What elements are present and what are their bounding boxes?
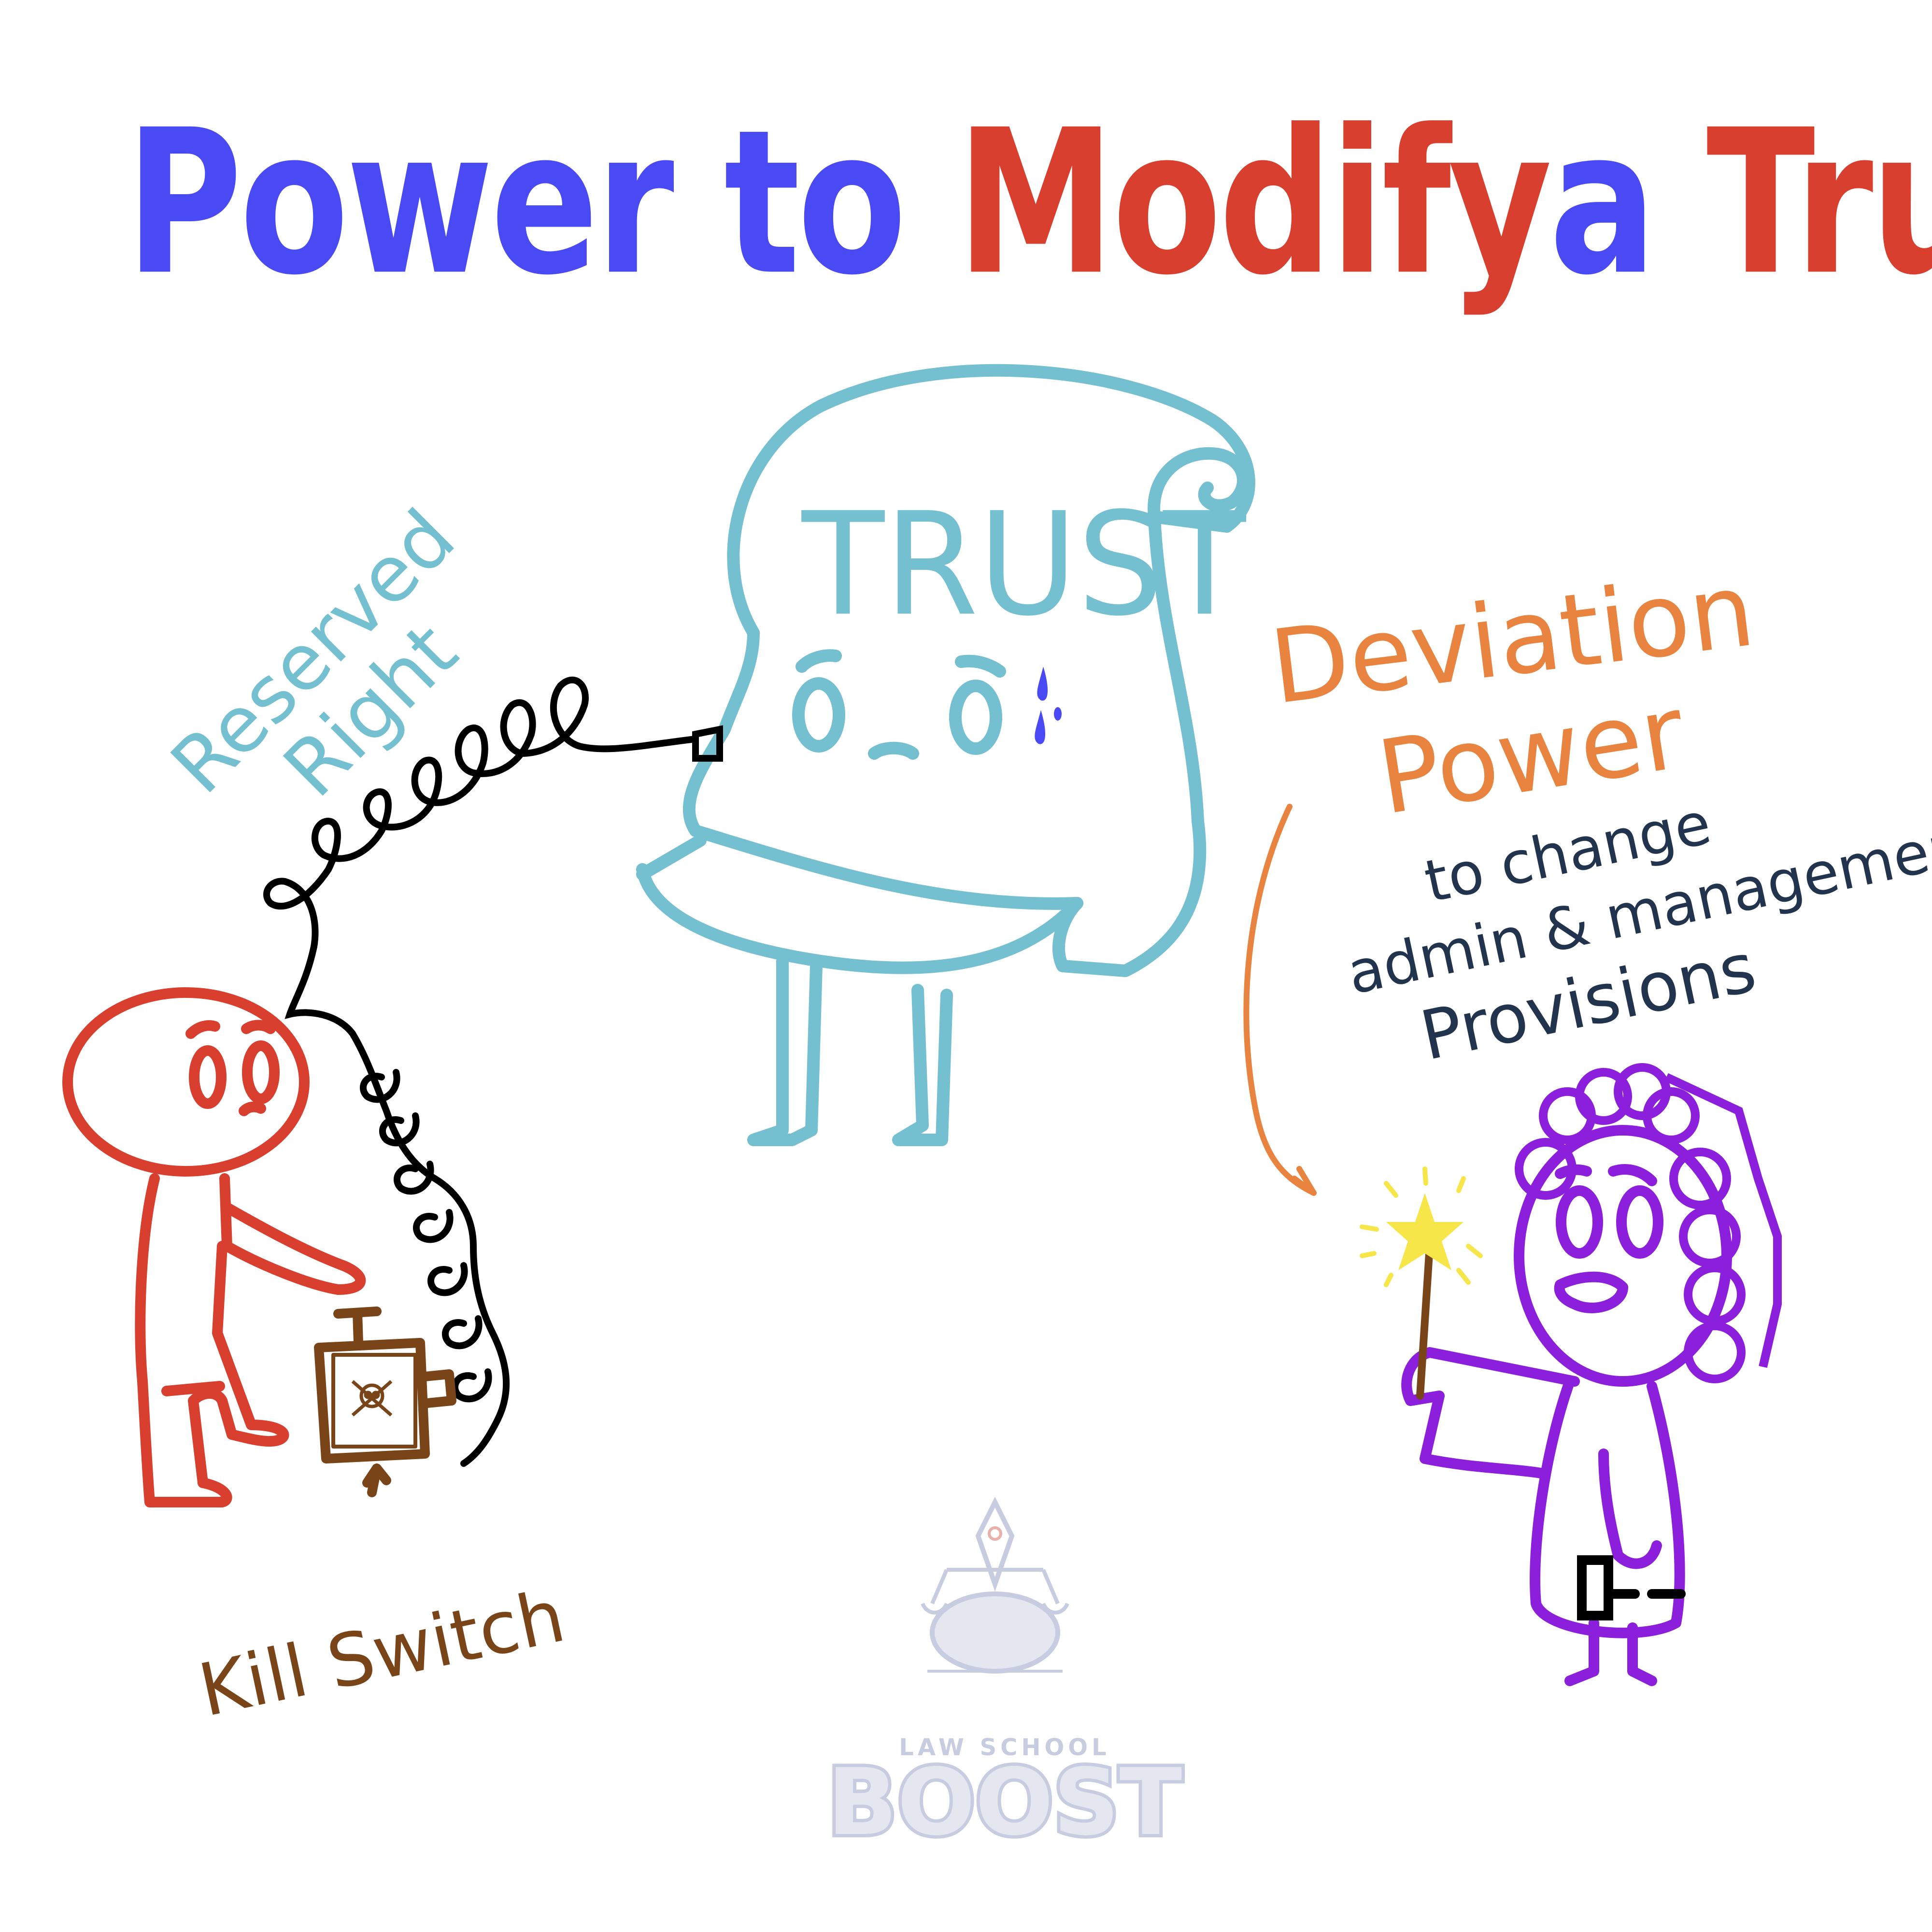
trust-scroll-icon xyxy=(636,364,1255,1146)
coiled-cord-icon xyxy=(263,676,723,1467)
gavel-icon xyxy=(1577,1555,1686,1620)
magic-wand-icon xyxy=(1360,1166,1483,1400)
logo-text: LAW SCHOOL BOOST xyxy=(811,1734,1198,1856)
page-title: Power to Modifya Trust xyxy=(126,87,1932,319)
title-power-to: Power to xyxy=(126,87,907,319)
kill-switch-icon xyxy=(314,1307,456,1497)
title-a: a xyxy=(1549,87,1657,319)
logo-top-text: LAW SCHOOL xyxy=(899,1734,1110,1761)
skull-crossbones-icon xyxy=(351,1380,393,1417)
tear-drops-icon xyxy=(1035,667,1062,744)
scroll-label: TRUST xyxy=(800,482,1248,647)
logo-main-text: BOOST xyxy=(824,1749,1185,1856)
wig-curls-icon xyxy=(1515,1063,1782,1383)
law-school-boost-logo xyxy=(921,1496,1069,1674)
deviation-arrow-icon xyxy=(1243,804,1317,1196)
settlor-figure-icon xyxy=(62,987,366,1507)
title-trust: Trust xyxy=(1706,87,1932,319)
title-modify: Modify xyxy=(956,87,1552,319)
